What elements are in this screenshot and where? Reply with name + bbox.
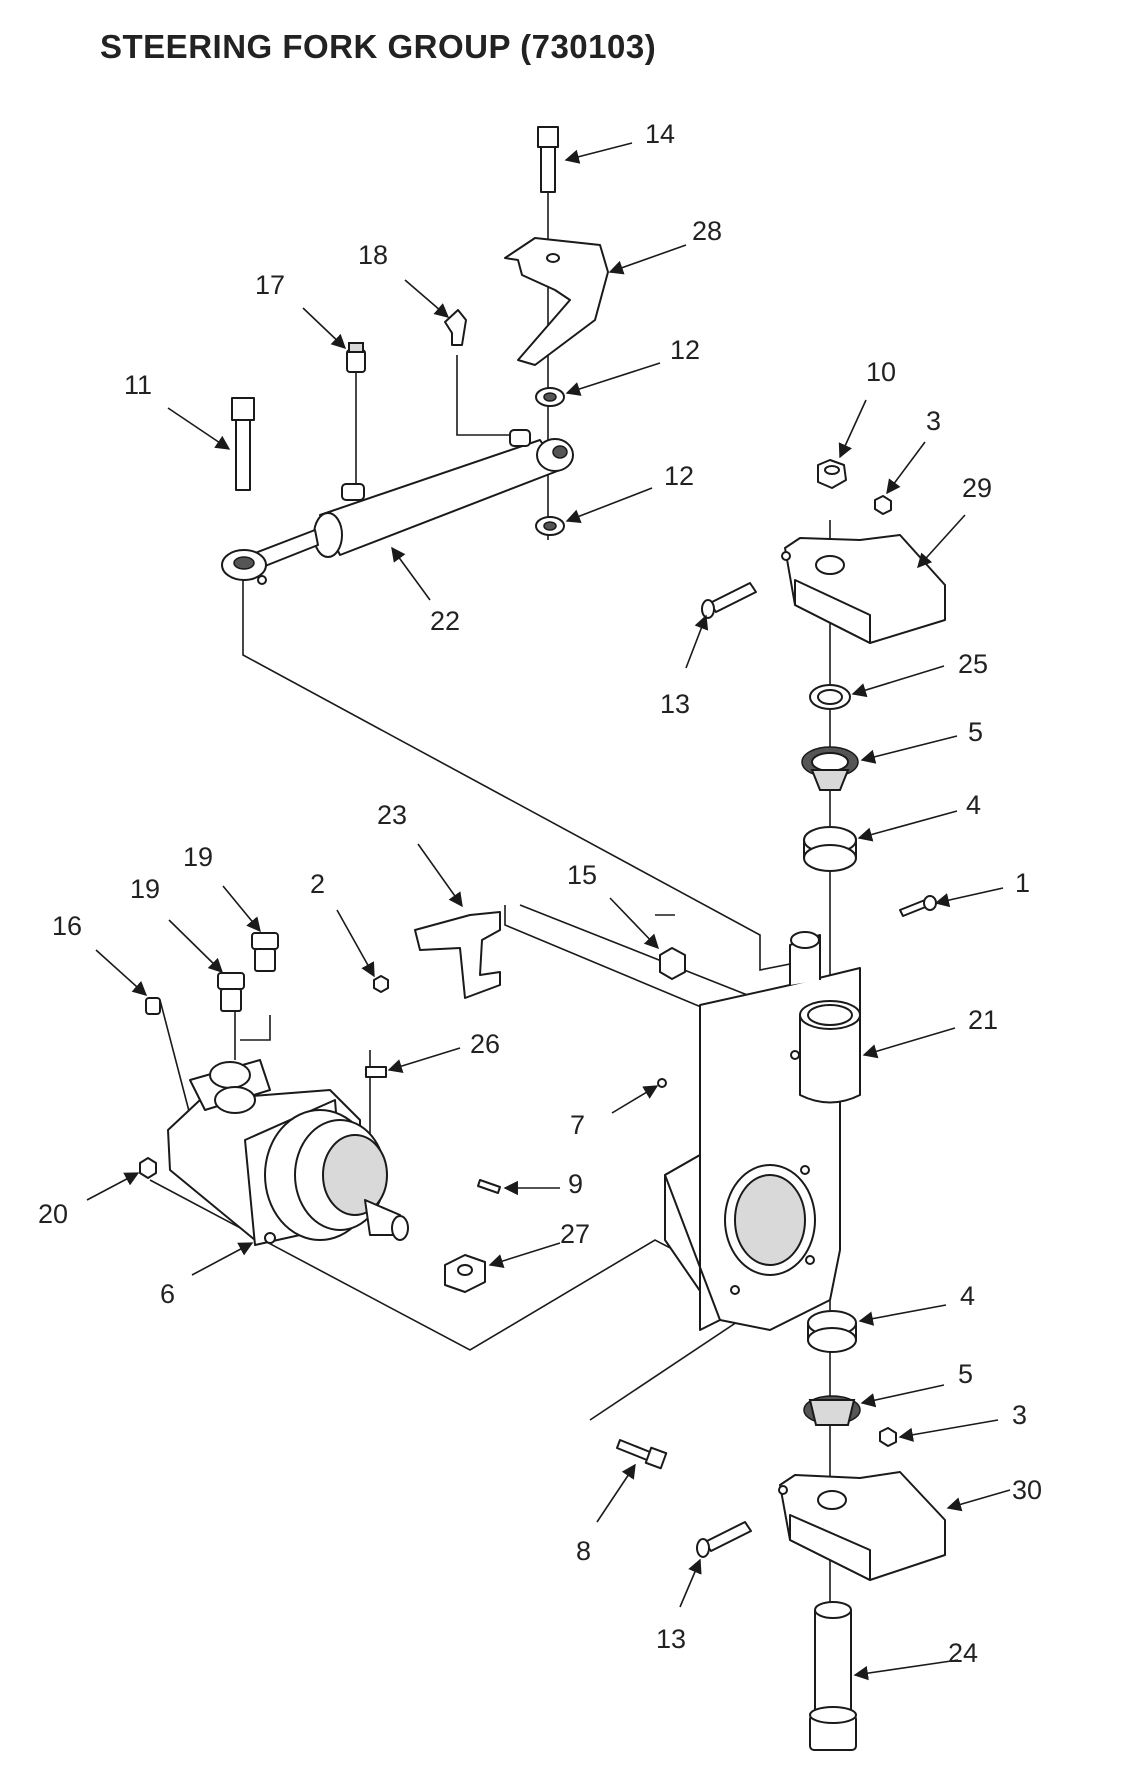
callout-22: 22 (430, 606, 460, 636)
fitting-19-right (251, 932, 279, 972)
callout-16: 16 (52, 911, 82, 941)
fitting-16 (145, 997, 161, 1015)
nut-3-bottom (879, 1427, 897, 1447)
elbow-fitting-18 (444, 309, 467, 346)
king-pin-24 (809, 1601, 857, 1751)
hydraulic-cylinder-22 (221, 429, 574, 585)
callout-19-right: 19 (183, 842, 213, 872)
bolt-13-bottom (696, 1521, 752, 1558)
leader-arrows (86, 142, 1011, 1681)
callout-17: 17 (255, 270, 285, 300)
screw-1 (899, 895, 937, 917)
callout-4-top: 4 (966, 790, 981, 820)
callout-19-left: 19 (130, 874, 160, 904)
callout-13-bottom: 13 (656, 1624, 686, 1654)
callout-7: 7 (570, 1110, 585, 1140)
callout-6: 6 (160, 1279, 175, 1309)
callout-18: 18 (358, 240, 388, 270)
bolt-14 (537, 126, 559, 193)
fork-housing-21 (664, 931, 861, 1331)
callout-15: 15 (567, 860, 597, 890)
grease-fitting-7 (657, 1078, 667, 1088)
plate-29 (781, 534, 946, 644)
callout-26: 26 (470, 1029, 500, 1059)
callout-10: 10 (866, 357, 896, 387)
callout-24: 24 (948, 1638, 978, 1668)
castle-nut-10 (817, 459, 847, 489)
callout-3-top: 3 (926, 406, 941, 436)
callout-20: 20 (38, 1199, 68, 1229)
cotter-pin-9 (477, 1179, 501, 1194)
bushing-12-bottom (535, 516, 565, 536)
callout-9: 9 (568, 1169, 583, 1199)
fitting-17 (346, 342, 366, 373)
callout-11: 11 (124, 370, 152, 400)
bearing-5-top (801, 746, 859, 791)
bracket-23 (414, 911, 501, 999)
callout-25: 25 (958, 649, 988, 679)
callout-21: 21 (968, 1005, 998, 1035)
callout-12-top: 12 (670, 335, 700, 365)
page-title: STEERING FORK GROUP (730103) (100, 28, 657, 65)
plate-30 (778, 1471, 946, 1581)
callout-1: 1 (1015, 868, 1030, 898)
callout-28: 28 (692, 216, 722, 246)
callout-labels: 14 28 18 17 11 12 12 10 3 29 22 13 25 5 … (38, 119, 1042, 1668)
race-4-bottom (807, 1310, 857, 1353)
fork-bracket-28 (504, 237, 609, 366)
bolt-11 (231, 397, 255, 491)
callout-30: 30 (1012, 1475, 1042, 1505)
callout-3-bottom: 3 (1012, 1400, 1027, 1430)
callout-5-top: 5 (968, 717, 983, 747)
callout-5-bottom: 5 (958, 1359, 973, 1389)
nut-3-top (874, 495, 892, 515)
fitting-19-left (217, 972, 245, 1012)
callout-8: 8 (576, 1536, 591, 1566)
washer-25 (809, 684, 851, 710)
nut-20 (139, 1157, 157, 1179)
nut-2 (373, 975, 389, 993)
callout-4-bottom: 4 (960, 1281, 975, 1311)
callout-27: 27 (560, 1219, 590, 1249)
race-4-top (803, 826, 857, 872)
callout-23: 23 (377, 800, 407, 830)
callout-14: 14 (645, 119, 675, 149)
key-26 (365, 1066, 387, 1078)
bolt-8 (616, 1439, 668, 1470)
hydraulic-motor-6 (167, 1059, 409, 1246)
callout-13-top: 13 (660, 689, 690, 719)
callout-2: 2 (310, 869, 325, 899)
bolt-13-top (701, 582, 757, 619)
callout-29: 29 (962, 473, 992, 503)
bearing-5-bottom (803, 1395, 861, 1426)
callout-12-bottom: 12 (664, 461, 694, 491)
nut-15 (659, 947, 686, 980)
castle-nut-27 (444, 1254, 486, 1293)
bushing-12-top (535, 387, 565, 407)
